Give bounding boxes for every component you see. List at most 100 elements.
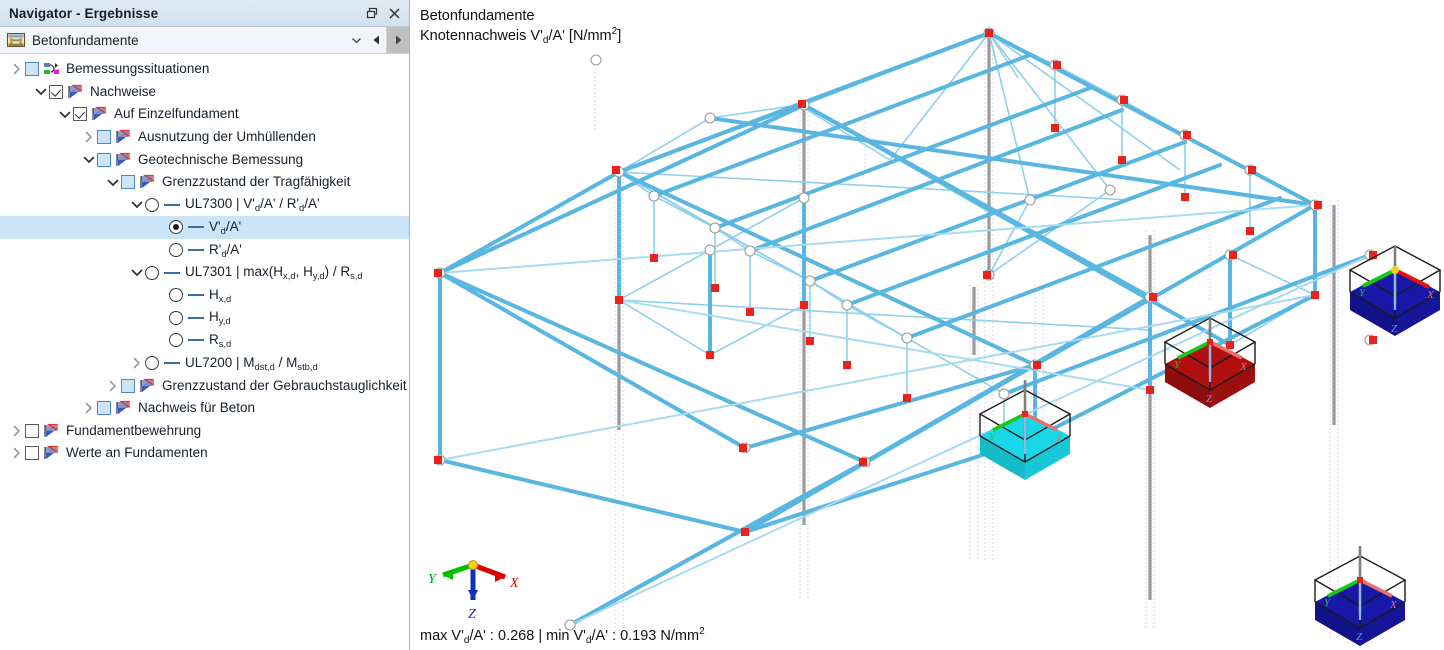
tree-item-label: Grenzzustand der Tragfähigkeit	[162, 174, 351, 190]
checkbox-17[interactable]	[25, 446, 39, 461]
expander-4[interactable]	[80, 149, 97, 171]
chevron-down-icon[interactable]	[345, 27, 367, 53]
navigator-panel: Navigator - Ergebnisse	[0, 0, 410, 650]
checkbox-3[interactable]	[97, 130, 111, 145]
tree-item-2[interactable]: Auf Einzelfundament	[0, 103, 409, 126]
tree-item-5[interactable]: Grenzzustand der Tragfähigkeit	[0, 171, 409, 194]
axis-label-x: X	[509, 576, 519, 591]
navigator-title: Navigator - Ergebnisse	[9, 5, 159, 21]
check-flag-icon	[43, 423, 60, 439]
color-line-7	[188, 226, 204, 229]
tree-item-0[interactable]: Bemessungssituationen	[0, 58, 409, 81]
checkbox-4[interactable]	[97, 152, 111, 167]
radio-7[interactable]	[169, 220, 183, 235]
global-axis-gizmo: Y X Z	[428, 560, 519, 622]
tree-item-label: R'd/A'	[209, 241, 242, 259]
radio-11[interactable]	[169, 310, 183, 325]
expander-5[interactable]	[104, 171, 121, 193]
color-line-8	[188, 249, 204, 252]
tree-item-4[interactable]: Geotechnische Bemessung	[0, 148, 409, 171]
tree-item-16[interactable]: Fundamentbewehrung	[0, 420, 409, 443]
expander-16[interactable]	[8, 420, 25, 442]
tree-item-12[interactable]: Rs,d	[0, 329, 409, 352]
tree-item-label: UL7200 | Mdst,d / Mstb,d	[185, 354, 318, 372]
model-selector-value: Betonfundamente	[32, 32, 139, 48]
tree-item-6[interactable]: UL7300 | V'd/A' / R'd/A'	[0, 194, 409, 217]
expander-0[interactable]	[8, 58, 25, 80]
tree-item-13[interactable]: UL7200 | Mdst,d / Mstb,d	[0, 352, 409, 375]
close-icon[interactable]	[383, 3, 405, 24]
arrow-right-icon[interactable]	[386, 27, 409, 53]
radio-6[interactable]	[145, 197, 159, 212]
tree-item-8[interactable]: R'd/A'	[0, 239, 409, 262]
expander-14[interactable]	[104, 375, 121, 397]
color-line-10	[188, 294, 204, 297]
color-line-13	[164, 362, 180, 365]
tree-item-label: Nachweise	[90, 83, 157, 99]
max-value: 0.268	[498, 628, 535, 644]
tree-item-3[interactable]: Ausnutzung der Umhüllenden	[0, 126, 409, 149]
radio-10[interactable]	[169, 288, 183, 303]
model-nodes	[434, 27, 1377, 631]
expander-17[interactable]	[8, 442, 25, 464]
min-value: 0.193	[620, 628, 657, 644]
tree-item-17[interactable]: Werte an Fundamenten	[0, 442, 409, 465]
design-situation-icon	[43, 61, 60, 77]
tree-item-label: UL7301 | max(Hx,d, Hy,d) / Rs,d	[185, 264, 363, 282]
radio-12[interactable]	[169, 333, 183, 348]
tree-item-label: Nachweis für Beton	[138, 400, 256, 416]
expander-1[interactable]	[32, 81, 49, 103]
tree-item-label: Hx,d	[209, 286, 232, 304]
checkbox-2[interactable]	[73, 107, 87, 122]
model-viewport-3d[interactable]: Betonfundamente Knotennachweis V'd/A' [N…	[410, 0, 1444, 650]
viewport-title: Betonfundamente Knotennachweis V'd/A' [N…	[420, 6, 621, 48]
expander-6[interactable]	[128, 194, 145, 216]
support-columns	[617, 33, 1336, 600]
tree-item-15[interactable]: Nachweis für Beton	[0, 397, 409, 420]
expander-9[interactable]	[128, 262, 145, 284]
foundation-navy[interactable]: Y X Z	[1348, 245, 1442, 336]
check-flag-icon	[139, 174, 156, 190]
check-flag-icon	[91, 106, 108, 122]
tree-item-label: Geotechnische Bemessung	[138, 151, 304, 167]
checkbox-14[interactable]	[121, 378, 135, 393]
foundation-navy-bottom[interactable]: Y X Z	[1313, 546, 1407, 646]
expander-2[interactable]	[56, 103, 73, 125]
checkbox-15[interactable]	[97, 401, 111, 416]
foundation-red[interactable]: Y X Z	[1163, 317, 1257, 408]
checkbox-1[interactable]	[49, 84, 63, 99]
svg-text:X: X	[1389, 599, 1398, 611]
expander-13[interactable]	[128, 352, 145, 374]
checkbox-16[interactable]	[25, 423, 39, 438]
secondary-members	[439, 204, 1371, 626]
main-frame-members	[438, 31, 1372, 627]
tree-item-10[interactable]: Hx,d	[0, 284, 409, 307]
expander-15[interactable]	[80, 397, 97, 419]
foundation-cyan-left[interactable]: Y X Z	[978, 380, 1072, 480]
tree-item-label: Auf Einzelfundament	[114, 106, 239, 122]
check-flag-icon	[115, 152, 132, 168]
tree-item-9[interactable]: UL7301 | max(Hx,d, Hy,d) / Rs,d	[0, 261, 409, 284]
radio-8[interactable]	[169, 243, 183, 258]
expander-3[interactable]	[80, 126, 97, 148]
svg-text:Z: Z	[1391, 323, 1398, 335]
check-flag-icon	[139, 378, 156, 394]
tree-item-label: V'd/A'	[209, 218, 242, 236]
arrow-left-icon[interactable]	[367, 27, 386, 53]
tree-item-1[interactable]: Nachweise	[0, 81, 409, 104]
svg-text:Y: Y	[1174, 359, 1182, 371]
tree-item-label: Grenzzustand der Gebrauchstauglichkeit	[162, 377, 407, 393]
restore-window-icon[interactable]	[361, 3, 383, 24]
model-selector-combobox[interactable]: Betonfundamente	[0, 27, 409, 54]
color-line-11	[188, 316, 204, 319]
tree-item-11[interactable]: Hy,d	[0, 307, 409, 330]
tree-item-14[interactable]: Grenzzustand der Gebrauchstauglichkeit	[0, 374, 409, 397]
tree-item-7[interactable]: V'd/A'	[0, 216, 409, 239]
radio-9[interactable]	[145, 265, 159, 280]
structural-model-canvas[interactable]: Y X Z Y X Z	[410, 0, 1444, 650]
checkbox-5[interactable]	[121, 175, 135, 190]
radio-13[interactable]	[145, 356, 159, 371]
axis-label-y: Y	[428, 572, 438, 587]
checkbox-0[interactable]	[25, 62, 39, 77]
